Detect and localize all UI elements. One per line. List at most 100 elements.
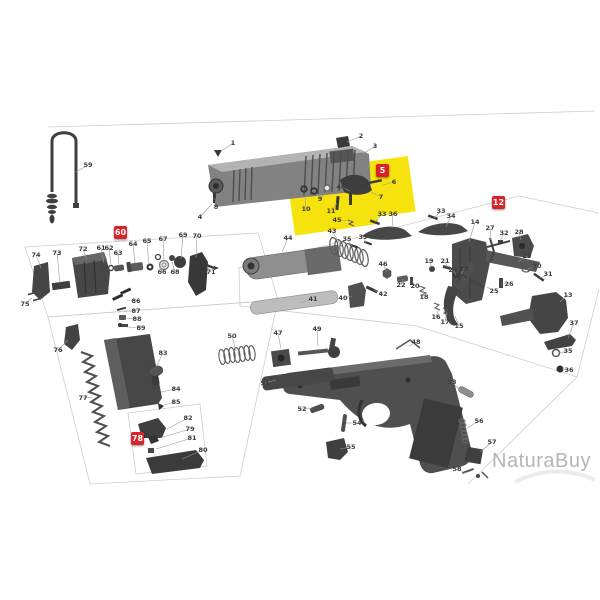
part-number-label: 89 [136, 324, 146, 332]
part-number-label: 8 [213, 203, 219, 211]
part-number-label: 41 [308, 295, 318, 303]
part-number-label: 18 [419, 293, 429, 301]
part-number-label: 64 [128, 240, 138, 248]
part-number-label: 28 [514, 228, 524, 236]
part-number-label: 53 [447, 378, 457, 386]
trigger-small-parts [382, 234, 545, 316]
part-number-label: 67 [158, 235, 168, 243]
part-number-label: 65 [142, 237, 152, 245]
part-number-label: 81 [187, 434, 197, 442]
magazine-group [80, 334, 204, 474]
part-number-label: 24 [448, 266, 458, 274]
part-number-label: 68 [170, 268, 180, 276]
part-number-label: 73 [52, 249, 62, 257]
small-pins-center [349, 214, 439, 249]
part-number-label: 32 [499, 229, 509, 237]
part-number-label: 21 [440, 257, 450, 265]
part-number-label: 74 [31, 251, 41, 259]
part-number-label: 33 [436, 207, 446, 215]
part-number-label: 56 [474, 417, 484, 425]
part-number-label: 77 [78, 394, 88, 402]
part-number-label: 59 [83, 161, 93, 169]
pistol-frame [283, 355, 472, 474]
part-number-label: 33 [377, 210, 387, 218]
part-number-label: 30 [532, 262, 542, 270]
part-number-label: 39 [358, 233, 368, 241]
part-number-label: 50 [227, 332, 237, 340]
part-number-label: 35 [563, 347, 573, 355]
slide [208, 146, 371, 207]
part-number-label: 22 [396, 281, 406, 289]
part-number-label: 13 [563, 291, 573, 299]
part-number-label: 27 [485, 224, 495, 232]
naturabuy-watermark: NaturaBuy [492, 450, 591, 472]
part-number-label: 19 [424, 257, 434, 265]
part-number-label: 11 [326, 207, 336, 215]
part-number-label: 75 [20, 300, 30, 308]
panel-outlines [24, 110, 600, 485]
part-number-label: 2 [358, 132, 364, 140]
part-number-label: 52 [297, 405, 307, 413]
slide-lock-block [348, 282, 378, 308]
part-number-label: 9 [317, 195, 323, 203]
part-number-label: 51 [260, 379, 270, 387]
part-number-label: 43 [327, 227, 337, 235]
part-number-label: 86 [131, 297, 141, 305]
part-number-label: 20 [410, 282, 420, 290]
frame-small-parts [218, 337, 489, 479]
part-number-label: 36 [564, 366, 574, 374]
part-number-label: 16 [431, 313, 441, 321]
part-number-label: 47 [273, 329, 283, 337]
part-number-label: 45 [332, 216, 342, 224]
part-number-label: 37 [569, 319, 579, 327]
part-number-label: 82 [183, 414, 193, 422]
part-number-label: 66 [157, 268, 167, 276]
part-number-label: 34 [446, 212, 456, 220]
part-number-label: 58 [452, 465, 462, 473]
part-number-label: 76 [53, 346, 63, 354]
part-number-label: 14 [470, 218, 480, 226]
part-number-label: 29 [522, 252, 532, 260]
part-number-label: 26 [504, 280, 514, 288]
watermark-arc [514, 469, 596, 484]
part-number-label: 17 [440, 318, 450, 326]
part-number-label: 69 [178, 231, 188, 239]
part-number-label: 31 [543, 270, 553, 278]
part-number-label: 42 [378, 290, 388, 298]
part-number-label: 85 [171, 398, 181, 406]
part-number-label: 87 [131, 307, 141, 315]
front-sight [214, 150, 222, 157]
part-number-label: 83 [158, 349, 168, 357]
part-number-label: 57 [487, 438, 497, 446]
part-number-label: 35 [342, 235, 352, 243]
left-parts-row [27, 252, 219, 350]
part-number-label: 62 [104, 244, 114, 252]
recoil-tube [250, 290, 339, 315]
part-number-label: 80 [198, 446, 208, 454]
part-number-label: 1 [230, 139, 236, 147]
part-number-label: 6 [391, 178, 397, 186]
part-number-label: 46 [378, 260, 388, 268]
part-number-label: 40 [336, 183, 346, 191]
part-number-label: 79 [185, 425, 195, 433]
highlight-badge-5: 5 [376, 164, 389, 177]
part-number-label: 48 [411, 338, 421, 346]
part-number-label: 72 [78, 245, 88, 253]
part-number-label: 49 [312, 325, 322, 333]
part-number-label: 4 [197, 213, 203, 221]
rear-sight [336, 136, 350, 148]
rear-module [500, 292, 576, 373]
part-number-label: 70 [192, 232, 202, 240]
firing-pin-safety [213, 193, 216, 203]
part-number-label: 25 [489, 287, 499, 295]
part-number-label: 23 [459, 265, 469, 273]
part-number-label: 55 [346, 443, 356, 451]
part-number-label: 3 [372, 142, 378, 150]
part-number-label: 84 [171, 385, 181, 393]
part-number-label: 71 [206, 268, 216, 276]
pins-cluster [112, 287, 132, 327]
part-number-label: 36 [388, 210, 398, 218]
cleaning-brush [46, 131, 79, 224]
